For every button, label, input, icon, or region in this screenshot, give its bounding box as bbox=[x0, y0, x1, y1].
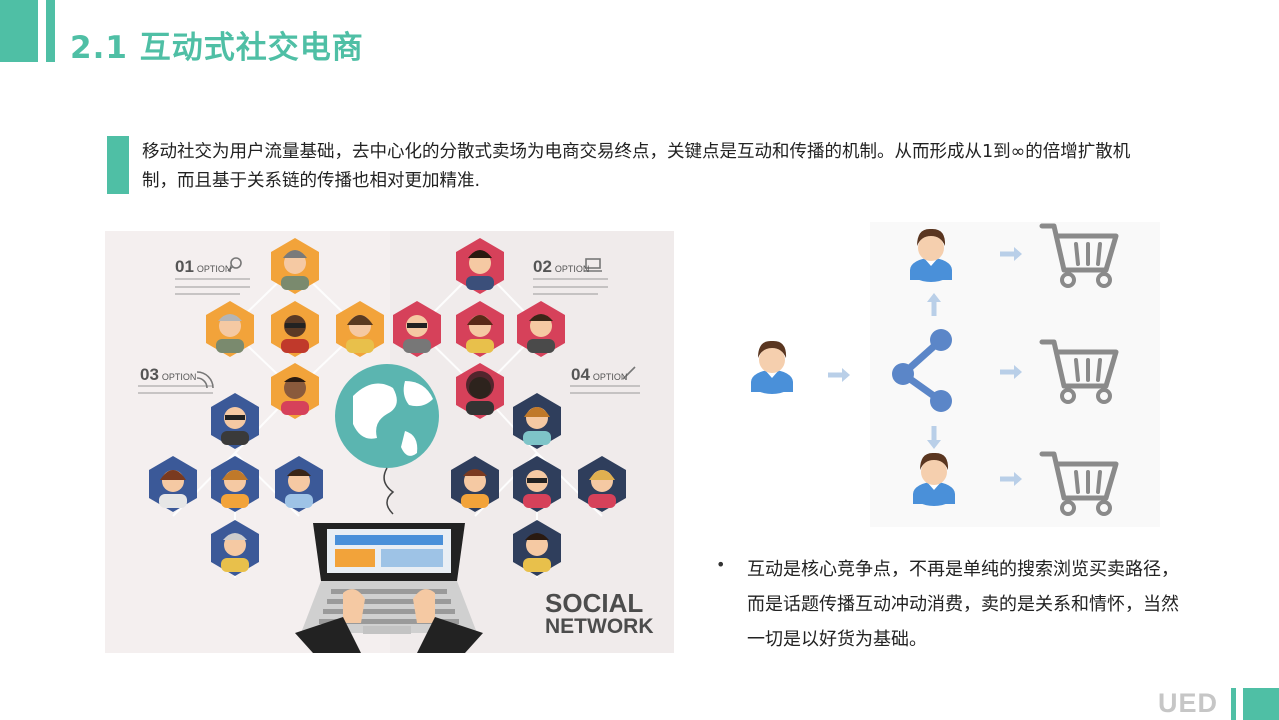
monitor-icon bbox=[585, 258, 601, 269]
illustration-graphic bbox=[105, 231, 674, 653]
share-icon bbox=[892, 329, 952, 412]
social-network-wordmark: SOCIAL NETWORK bbox=[545, 588, 654, 639]
ued-logo: UED bbox=[1158, 688, 1219, 718]
option-lines bbox=[138, 278, 640, 394]
page-title: 2.1 互动式社交电商 bbox=[70, 30, 364, 66]
laptop-icon bbox=[295, 523, 483, 653]
header-accent-stripe bbox=[46, 0, 55, 62]
footer-accent-block bbox=[1243, 688, 1279, 720]
bullet-paragraph: 互动是核心竞争点，不再是单纯的搜索浏览买卖路径，而是话题传播互动冲动消费，卖的是… bbox=[747, 559, 1179, 650]
flow-graphic bbox=[751, 222, 1160, 527]
arrow-icon bbox=[828, 368, 850, 382]
social-word: SOCIAL bbox=[545, 588, 644, 618]
header-accent-block bbox=[0, 0, 38, 62]
wifi-icon bbox=[196, 371, 214, 389]
intro-marker bbox=[107, 136, 129, 194]
globe-icon bbox=[335, 364, 439, 515]
option-word: OPTION bbox=[592, 372, 628, 382]
option-number: 01 bbox=[175, 257, 194, 276]
network-word: NETWORK bbox=[545, 615, 654, 638]
arrow-up-icon bbox=[927, 293, 941, 316]
bullet-icon: • bbox=[716, 555, 726, 574]
wand-icon bbox=[622, 366, 636, 380]
magnifier-icon bbox=[230, 257, 242, 269]
option-word: OPTION bbox=[161, 372, 197, 382]
option-number: 03 bbox=[140, 365, 159, 384]
arrow-down-icon bbox=[927, 426, 941, 449]
option-word: OPTION bbox=[196, 264, 232, 274]
share-flow-diagram bbox=[720, 222, 1160, 527]
user-icon-source bbox=[751, 340, 793, 394]
option-number: 02 bbox=[533, 257, 552, 276]
footer-accent-stripe bbox=[1231, 688, 1236, 720]
option-number: 04 bbox=[571, 365, 590, 384]
intro-paragraph: 移动社交为用户流量基础，去中心化的分散式卖场为电商交易终点，关键点是互动和传播的… bbox=[142, 142, 1131, 191]
option-word: OPTION bbox=[554, 264, 590, 274]
avatar-group bbox=[149, 238, 626, 576]
